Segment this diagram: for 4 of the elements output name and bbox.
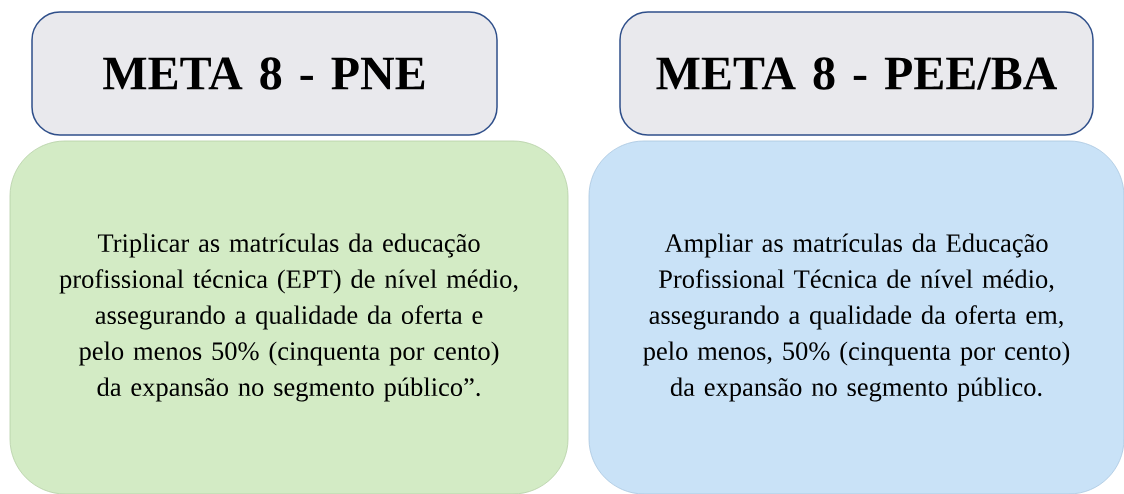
text-box: Triplicar as matrículas da educação profissional técnica (EPT) de nível médio, assegurando a qualidade da oferta e pelo menos 50% (cinquenta por cento) da expansão no segmento público”. xyxy=(9,140,569,494)
title-box: META 8 - PNE xyxy=(31,11,498,136)
text-box: Ampliar as matrículas da Educação Profissional Técnica de nível médio, assegurando a qualidade da oferta em, pelo menos, 50% (cinquenta por cento) da expansão no segmento público. xyxy=(588,140,1124,494)
title-box: META 8 - PEE/BA xyxy=(619,11,1094,136)
